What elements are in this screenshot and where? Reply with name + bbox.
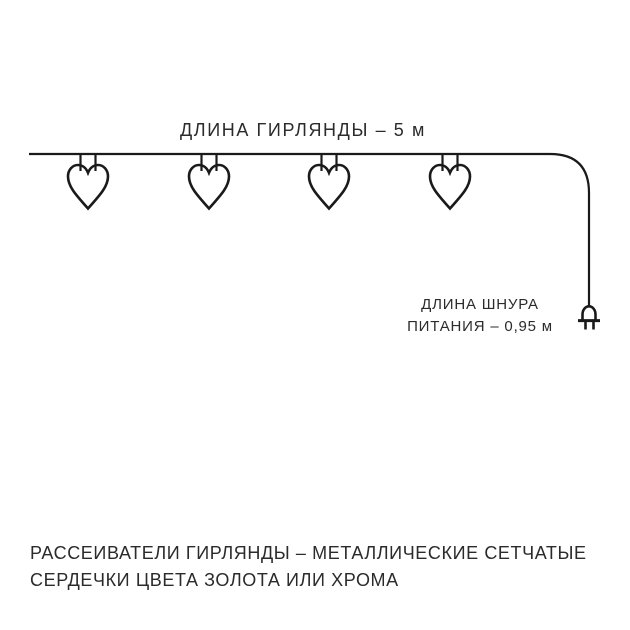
heart-diffuser [187, 152, 231, 210]
heart-diffuser [66, 152, 110, 210]
power-cord-length-label: ДЛИНА ШНУРА ПИТАНИЯ – 0,95 м [407, 296, 553, 335]
hearts-layer [66, 152, 472, 210]
garland-length-label: ДЛИНА ГИРЛЯНДЫ – 5 м [180, 120, 426, 140]
heart-diffuser [428, 152, 472, 210]
garland-wire [29, 152, 591, 306]
heart-diffuser [307, 152, 351, 210]
product-description: РАССЕИВАТЕЛИ ГИРЛЯНДЫ – МЕТАЛЛИЧЕСКИЕ СЕ… [30, 543, 587, 590]
power-plug-icon [578, 304, 600, 330]
